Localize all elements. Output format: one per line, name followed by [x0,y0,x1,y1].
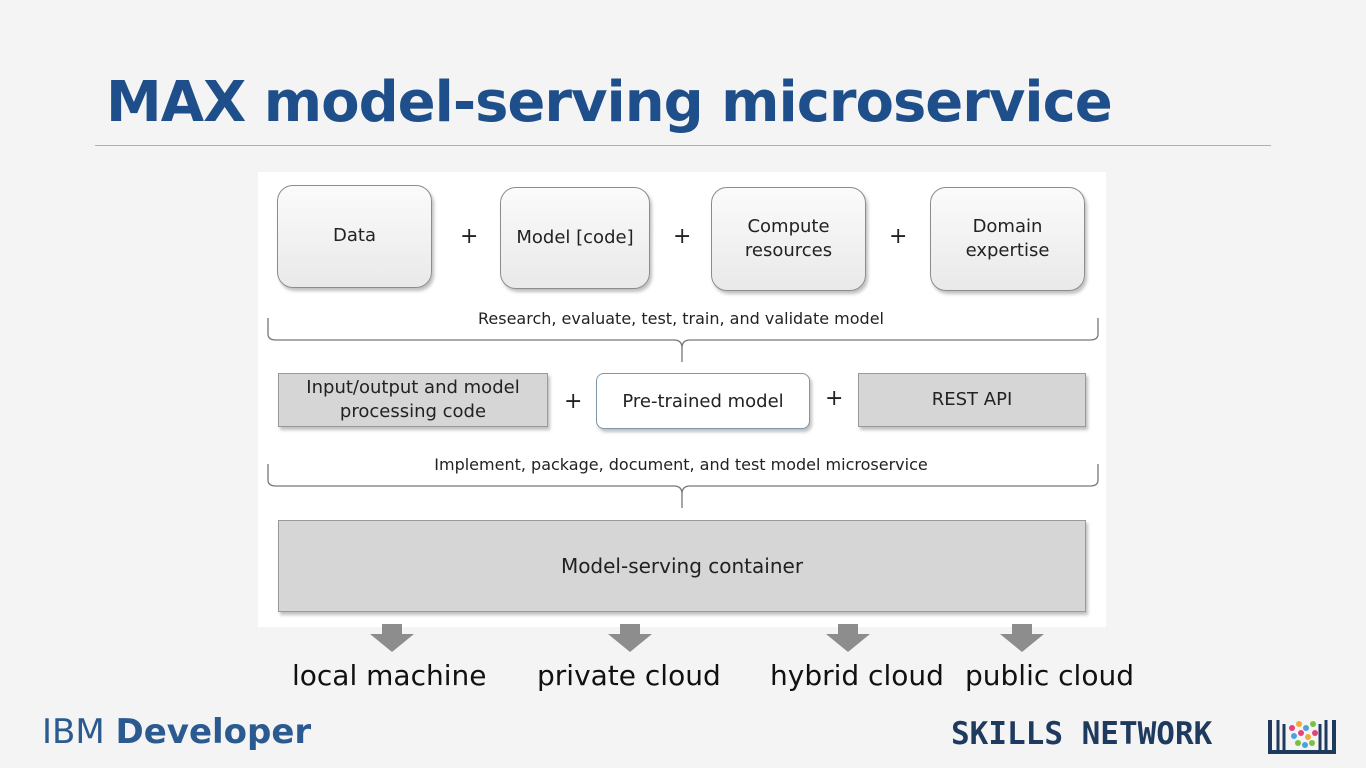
ibm-prefix: IBM [42,712,105,752]
plus-sign: + [825,386,844,411]
data-box-label: Data [333,225,376,247]
model-code-box: Model [code] [500,187,650,289]
brace-1 [267,318,1099,362]
research-caption: Research, evaluate, test, train, and val… [477,309,884,328]
down-arrow-icon [608,624,652,652]
plus-sign: + [673,224,692,249]
pretrained-model-box-label: Pre-trained model [622,390,784,412]
skills-network-logo-icon [1268,720,1336,754]
data-box: Data [277,185,432,288]
title-divider [95,145,1271,146]
down-arrow-icon [370,624,414,652]
domain-expertise-box: Domain expertise [930,187,1085,291]
io-processing-code-box-label: Input/output and model processing code [306,376,520,422]
ibm-developer-word: Developer [115,712,312,752]
destination-public-cloud: public cloud [965,659,1134,692]
rest-api-box-label: REST API [931,388,1013,410]
pretrained-model-box: Pre-trained model [596,373,810,429]
down-arrow-icon [826,624,870,652]
compute-resources-box: Compute resources [711,187,866,291]
ibm-developer-logo: IBM Developer [42,712,311,752]
domain-expertise-box-label: Domain expertise [965,215,1050,261]
destination-private-cloud: private cloud [537,659,721,692]
rest-api-box: REST API [858,373,1086,427]
plus-sign: + [564,389,583,414]
slide-title: MAX model-serving microservice [106,70,1113,135]
model-serving-container: Model-serving container [278,520,1086,612]
plus-sign: + [460,224,479,249]
brace-2 [267,464,1099,508]
compute-resources-box-label: Compute resources [744,215,833,261]
down-arrow-icon [1000,624,1044,652]
plus-sign: + [889,224,908,249]
implement-caption: Implement, package, document, and test m… [434,455,928,474]
destination-local-machine: local machine [292,659,487,692]
model-serving-container-label: Model-serving container [560,553,804,578]
io-processing-code-box: Input/output and model processing code [278,373,548,427]
skills-network-wordmark: SKILLS NETWORK [951,716,1213,752]
model-code-box-label: Model [code] [516,226,634,248]
destination-hybrid-cloud: hybrid cloud [770,659,944,692]
